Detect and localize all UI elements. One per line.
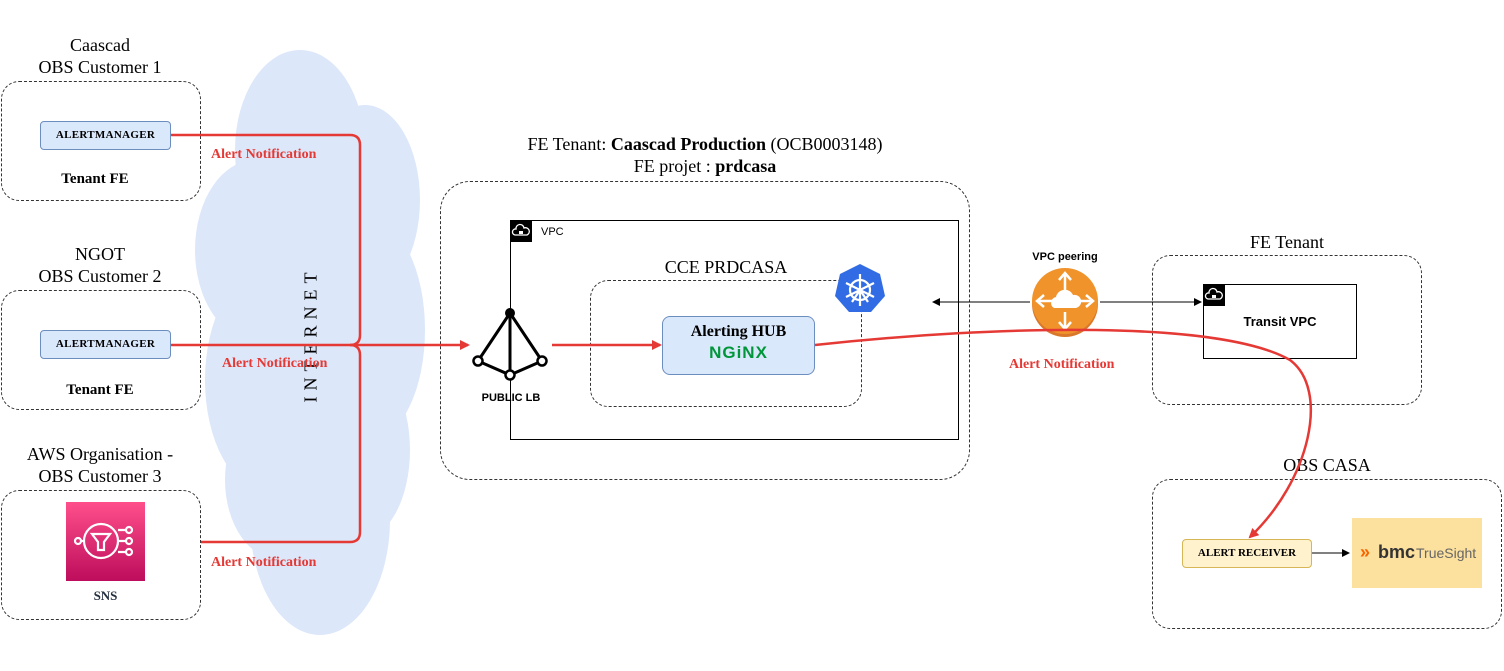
customer1-name: Caascad	[70, 35, 130, 55]
vpc-cloud-icon	[510, 220, 532, 242]
cce-label: CCE PRDCASA	[664, 257, 788, 277]
fe-tenant-line1: FE Tenant: Caascad Production (OCB000314…	[440, 133, 970, 155]
kubernetes-icon	[832, 262, 888, 314]
customer3-title: AWS Organisation - OBS Customer 3	[0, 443, 200, 487]
customer1-subtitle: OBS Customer 1	[38, 57, 162, 77]
fe-tenant-box	[440, 181, 970, 480]
obs-casa-title: OBS CASA	[1283, 455, 1371, 475]
fe-project-name: prdcasa	[715, 156, 777, 176]
vpc-peering-icon[interactable]	[1030, 268, 1100, 338]
customer2-title: NGOT OBS Customer 2	[0, 243, 200, 287]
transit-vpc-box[interactable]	[1203, 284, 1357, 359]
customer2-box	[1, 290, 201, 410]
public-lb-label: PUBLIC LB	[481, 392, 541, 404]
alert-notification-3: Alert Notification	[211, 555, 317, 570]
customer1-box	[1, 81, 201, 201]
transit-vpc-label: Transit VPC	[1243, 314, 1317, 329]
customer3-name: AWS Organisation -	[26, 444, 174, 464]
alertmanager-1[interactable]: ALERTMANAGER	[40, 121, 171, 150]
obs-casa-box	[1152, 479, 1502, 629]
flow-hub-to-receiver	[814, 328, 1312, 539]
customer2-tenant: Tenant FE	[66, 382, 134, 398]
fe-tenant-right-box	[1152, 255, 1422, 405]
customer3-subtitle: OBS Customer 3	[38, 466, 162, 486]
fe-tenant-line2: FE projet : prdcasa	[440, 155, 970, 177]
fe-tenant-name: Caascad Production	[610, 134, 767, 154]
alerting-hub-box[interactable]: Alerting HUB NGiNX	[662, 316, 815, 375]
sns-icon[interactable]	[66, 502, 145, 581]
fe-project-prefix: FE projet :	[633, 156, 716, 176]
bmc-truesight-logo: » bmc TrueSight	[1352, 518, 1482, 588]
alert-notification-2: Alert Notification	[222, 356, 328, 371]
transit-vpc-cloud-icon	[1203, 284, 1225, 306]
flow-customer1	[171, 133, 362, 347]
customer3-box	[1, 490, 201, 620]
alerting-hub-label: Alerting HUB	[690, 323, 787, 340]
bmc-chevron-icon: »	[1360, 542, 1371, 562]
vpc-label: VPC	[541, 226, 564, 238]
bmc-product: TrueSight	[1416, 545, 1477, 561]
alertmanager-2[interactable]: ALERTMANAGER	[40, 330, 171, 359]
alert-notification-1: Alert Notification	[211, 147, 317, 162]
load-balancer-icon	[472, 308, 548, 381]
customer2-name: NGOT	[75, 244, 125, 264]
fe-tenant-right-title: FE Tenant	[1250, 232, 1324, 252]
sns-label: SNS	[93, 588, 118, 603]
fe-tenant-id: (OCB0003148)	[766, 134, 883, 154]
customer1-title: Caascad OBS Customer 1	[0, 34, 200, 78]
cce-box	[590, 280, 862, 407]
fe-tenant-title: FE Tenant: Caascad Production (OCB000314…	[440, 133, 970, 177]
fe-tenant-prefix: FE Tenant:	[527, 134, 611, 154]
customer1-tenant: Tenant FE	[61, 171, 129, 187]
flow-customer3	[201, 343, 362, 544]
alert-notification-4: Alert Notification	[1009, 357, 1115, 372]
customer2-subtitle: OBS Customer 2	[38, 266, 162, 286]
alert-receiver-box[interactable]: ALERT RECEIVER	[1182, 539, 1312, 568]
vpc-peering-label: VPC peering	[1032, 251, 1098, 263]
bmc-brand: bmc	[1378, 542, 1416, 562]
nginx-logo: NGiNX	[709, 343, 768, 362]
